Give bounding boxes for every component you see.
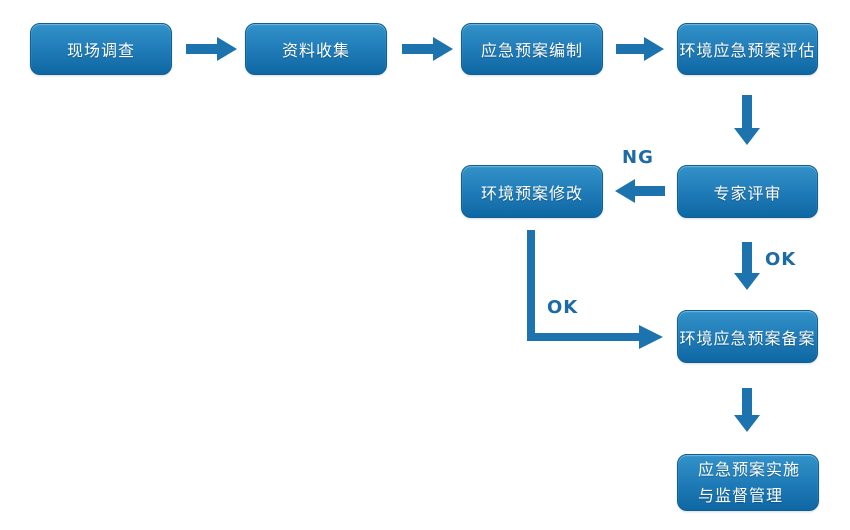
connector-revise-horizontal [527, 333, 640, 341]
arrow-head-right-icon [639, 325, 663, 349]
arrow-shaft [635, 186, 665, 196]
arrow-shaft [402, 44, 433, 54]
arrow-evaluate-to-review-icon [734, 95, 760, 145]
arrow-review-to-revise-icon [615, 179, 665, 203]
edge-label-ng: NG [622, 147, 654, 168]
node-plan-filing: 环境应急预案备案 [677, 310, 818, 363]
arrow-head-right-icon [217, 37, 237, 61]
node-site-survey: 现场调查 [30, 23, 172, 75]
edge-label-ok-elbow: OK [547, 297, 579, 318]
node-plan-compile: 应急预案编制 [461, 23, 603, 75]
edge-label-ok-review: OK [765, 249, 797, 270]
arrow-head-right-icon [644, 37, 664, 61]
arrow-head-down-icon [734, 415, 760, 432]
arrow-shaft [742, 388, 752, 415]
node-plan-revise: 环境预案修改 [461, 165, 603, 218]
arrow-review-to-filing-icon [734, 242, 760, 290]
arrow-compile-to-evaluate-icon [616, 37, 664, 61]
node-implementation: 应急预案实施 与监督管理 [677, 454, 819, 511]
node-implementation-line1: 应急预案实施 [698, 459, 801, 479]
arrow-head-down-icon [734, 128, 760, 145]
node-expert-review: 专家评审 [677, 165, 818, 218]
arrow-head-right-icon [433, 37, 453, 61]
arrow-data-to-compile-icon [402, 37, 453, 61]
arrow-shaft [742, 95, 752, 128]
arrow-shaft [742, 242, 752, 273]
connector-revise-vertical [527, 230, 535, 341]
arrow-head-down-icon [734, 273, 760, 290]
arrow-site-to-data-icon [186, 37, 237, 61]
arrow-filing-to-implementation-icon [734, 388, 760, 432]
arrow-shaft [616, 44, 644, 54]
arrow-shaft [186, 44, 217, 54]
arrow-head-left-icon [615, 179, 635, 203]
node-plan-evaluate: 环境应急预案评估 [677, 23, 818, 75]
node-implementation-line2: 与监督管理 [698, 485, 784, 505]
node-data-collection: 资料收集 [245, 23, 387, 75]
